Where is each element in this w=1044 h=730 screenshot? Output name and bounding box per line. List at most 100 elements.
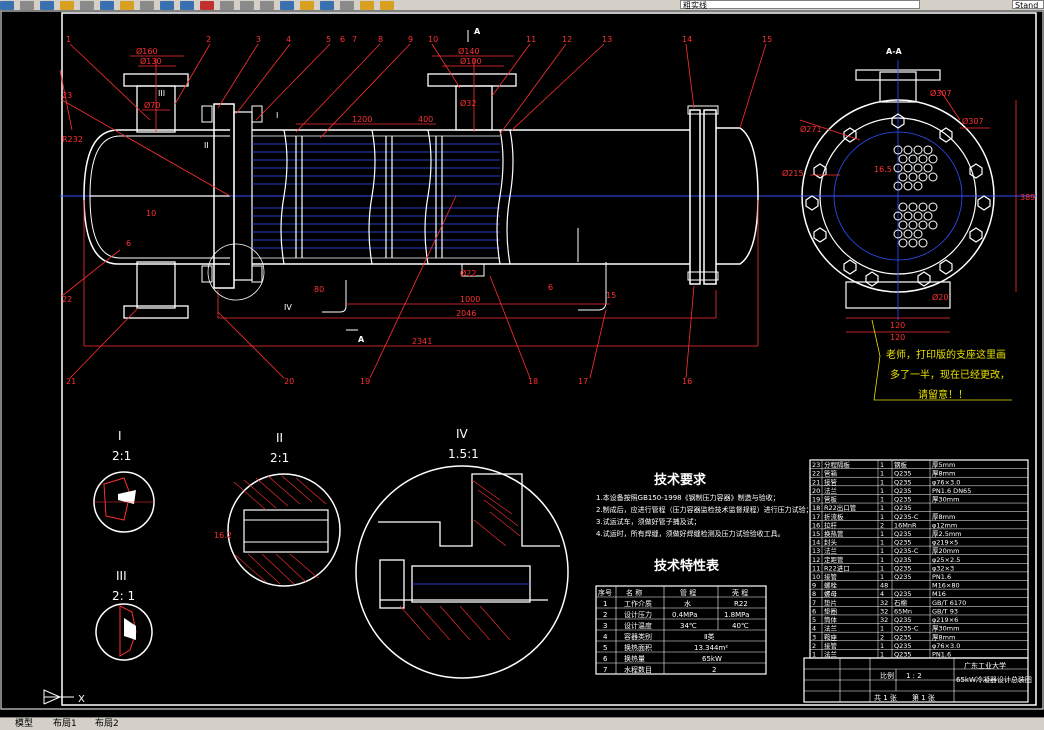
bom-cell: 厚30mm [932, 625, 959, 633]
bom-cell: 32 [880, 607, 888, 615]
print-icon[interactable] [60, 0, 74, 10]
bom-cell: 厚20mm [932, 547, 959, 555]
zoom-realtime-icon[interactable] [220, 0, 234, 10]
bom-cell: 1 [880, 470, 884, 478]
char-cell: 0.4MPa [672, 611, 697, 619]
bom-cell: 11 [812, 564, 820, 572]
marker-ii: II [204, 141, 209, 150]
dim-6: 6 [548, 283, 553, 292]
bom-cell: φ76×3.0 [932, 642, 960, 650]
bom-cell: R22进口 [824, 564, 850, 572]
undo-icon[interactable] [160, 0, 174, 10]
bom-cell: 1 [880, 504, 884, 512]
bom-cell: 23 [812, 461, 820, 469]
title-company: 广东工业大学 [964, 661, 1006, 670]
dim-16-2: 16.2 [214, 531, 232, 540]
design-center-icon[interactable] [300, 0, 314, 10]
tool-palette-icon[interactable] [320, 0, 334, 10]
layer-dropdown[interactable]: 粗实线 [680, 0, 920, 10]
bom-cell: Q235 [894, 504, 912, 512]
cut-icon[interactable] [80, 0, 94, 10]
char-cell: 设计压力 [624, 610, 652, 619]
dim-120b: 120 [890, 333, 905, 342]
detail-i: I 2:1 [93, 429, 155, 533]
char-cell: 换热量 [624, 654, 645, 663]
save-icon[interactable] [40, 0, 54, 10]
open-file-icon[interactable] [20, 0, 34, 10]
balloon-14: 14 [682, 35, 692, 44]
char-cell: 水 [684, 599, 691, 608]
tech-req-line-2: 2.制成后，应进行管程（压力容器监检技术监督规程）进行压力试验； [596, 505, 813, 514]
dim-d20: Ø20 [932, 292, 948, 302]
bom-cell: 接管 [824, 641, 838, 650]
dim-2341: 2341 [412, 337, 432, 346]
bom-cell: 法兰 [824, 486, 838, 495]
layer-manager-icon[interactable] [360, 0, 374, 10]
bom-cell: 厚30mm [932, 496, 959, 504]
bom-cell: 4 [812, 625, 816, 633]
detail-iv: IV 1.5:1 [355, 427, 569, 679]
char-cell: 6 [603, 655, 608, 663]
bom-cell: 1 [880, 487, 884, 495]
marker-iv: IV [284, 303, 292, 312]
char-cell: 5 [603, 644, 607, 652]
tab-layout2[interactable]: 布局2 [95, 719, 119, 729]
bom-cell: 管箱 [824, 469, 838, 478]
bom-cell: φ219×6 [932, 616, 958, 624]
char-cell: 工作介质 [624, 599, 652, 608]
calculator-icon[interactable] [340, 0, 354, 10]
note-line-3: 请留意！！ [918, 388, 968, 401]
zoom-window-icon[interactable] [240, 0, 254, 10]
bom-cell: 换热管 [824, 529, 844, 538]
detail-iii-scale: 2: 1 [112, 589, 135, 603]
tab-layout1[interactable]: 布局1 [53, 719, 77, 729]
drawing-canvas[interactable]: A A Ø160 Ø130 Ø70 Ø140 Ø100 Ø32 Ø22 1200… [0, 10, 1044, 717]
bom-cell: Q235-C [894, 513, 919, 521]
redo-icon[interactable] [180, 0, 194, 10]
bom-cell: Q235-C [894, 547, 919, 555]
bom-cell: 2 [880, 633, 884, 641]
section-mark-top: A [474, 27, 481, 36]
balloon-23: 23 [62, 91, 72, 100]
bom-cell: 22 [812, 470, 820, 478]
layer-state-icon[interactable] [380, 0, 394, 10]
bom-cell: 1 [880, 539, 884, 547]
match-properties-icon[interactable] [140, 0, 154, 10]
char-cell: 1.8MPa [724, 611, 749, 619]
dim-d215: Ø215 [782, 168, 804, 178]
char-cell: 7 [603, 666, 607, 674]
text-style-dropdown[interactable]: Stand [1012, 0, 1044, 10]
bom-cell: 厚2.5mm [932, 530, 962, 538]
zoom-previous-icon[interactable] [260, 0, 274, 10]
properties-icon[interactable] [280, 0, 294, 10]
toolbar: 粗实线 Stand [0, 0, 1044, 11]
detail-iv-scale: 1.5:1 [448, 447, 479, 461]
balloon-15: 15 [762, 35, 772, 44]
bom-cell: Q235 [894, 642, 912, 650]
bom-cell: 法兰 [824, 624, 838, 633]
bom-cell: 1 [880, 513, 884, 521]
tab-model[interactable]: 模型 [15, 719, 34, 729]
paste-icon[interactable] [120, 0, 134, 10]
bom-cell: 7 [812, 599, 816, 607]
pan-icon[interactable] [200, 0, 214, 10]
new-file-icon[interactable] [0, 0, 14, 10]
bom-cell: 65Mn [894, 607, 912, 615]
char-cell: 1 [603, 600, 607, 608]
bom-cell: 鞍座 [824, 632, 838, 641]
char-cell: R22 [734, 600, 748, 608]
bom-cell: 32 [880, 599, 888, 607]
copy-icon[interactable] [100, 0, 114, 10]
bom-cell: 1 [880, 496, 884, 504]
tech-req-line-3: 3.试运试车，须做好管子捕及试； [596, 517, 701, 526]
dim-d130: Ø130 [140, 56, 162, 66]
dim-d307b: Ø307 [962, 116, 984, 126]
bom-cell: 分程隔板 [824, 460, 851, 469]
char-header-name: 名 称 [626, 588, 642, 597]
dim-15: 15 [606, 291, 616, 300]
bom-cell: GB/T 93 [932, 607, 958, 615]
bom-cell: 1 [812, 651, 816, 659]
bom-cell: 17 [812, 513, 820, 521]
bom-cell: 9 [812, 582, 816, 590]
dim-r232: R232 [62, 135, 83, 144]
